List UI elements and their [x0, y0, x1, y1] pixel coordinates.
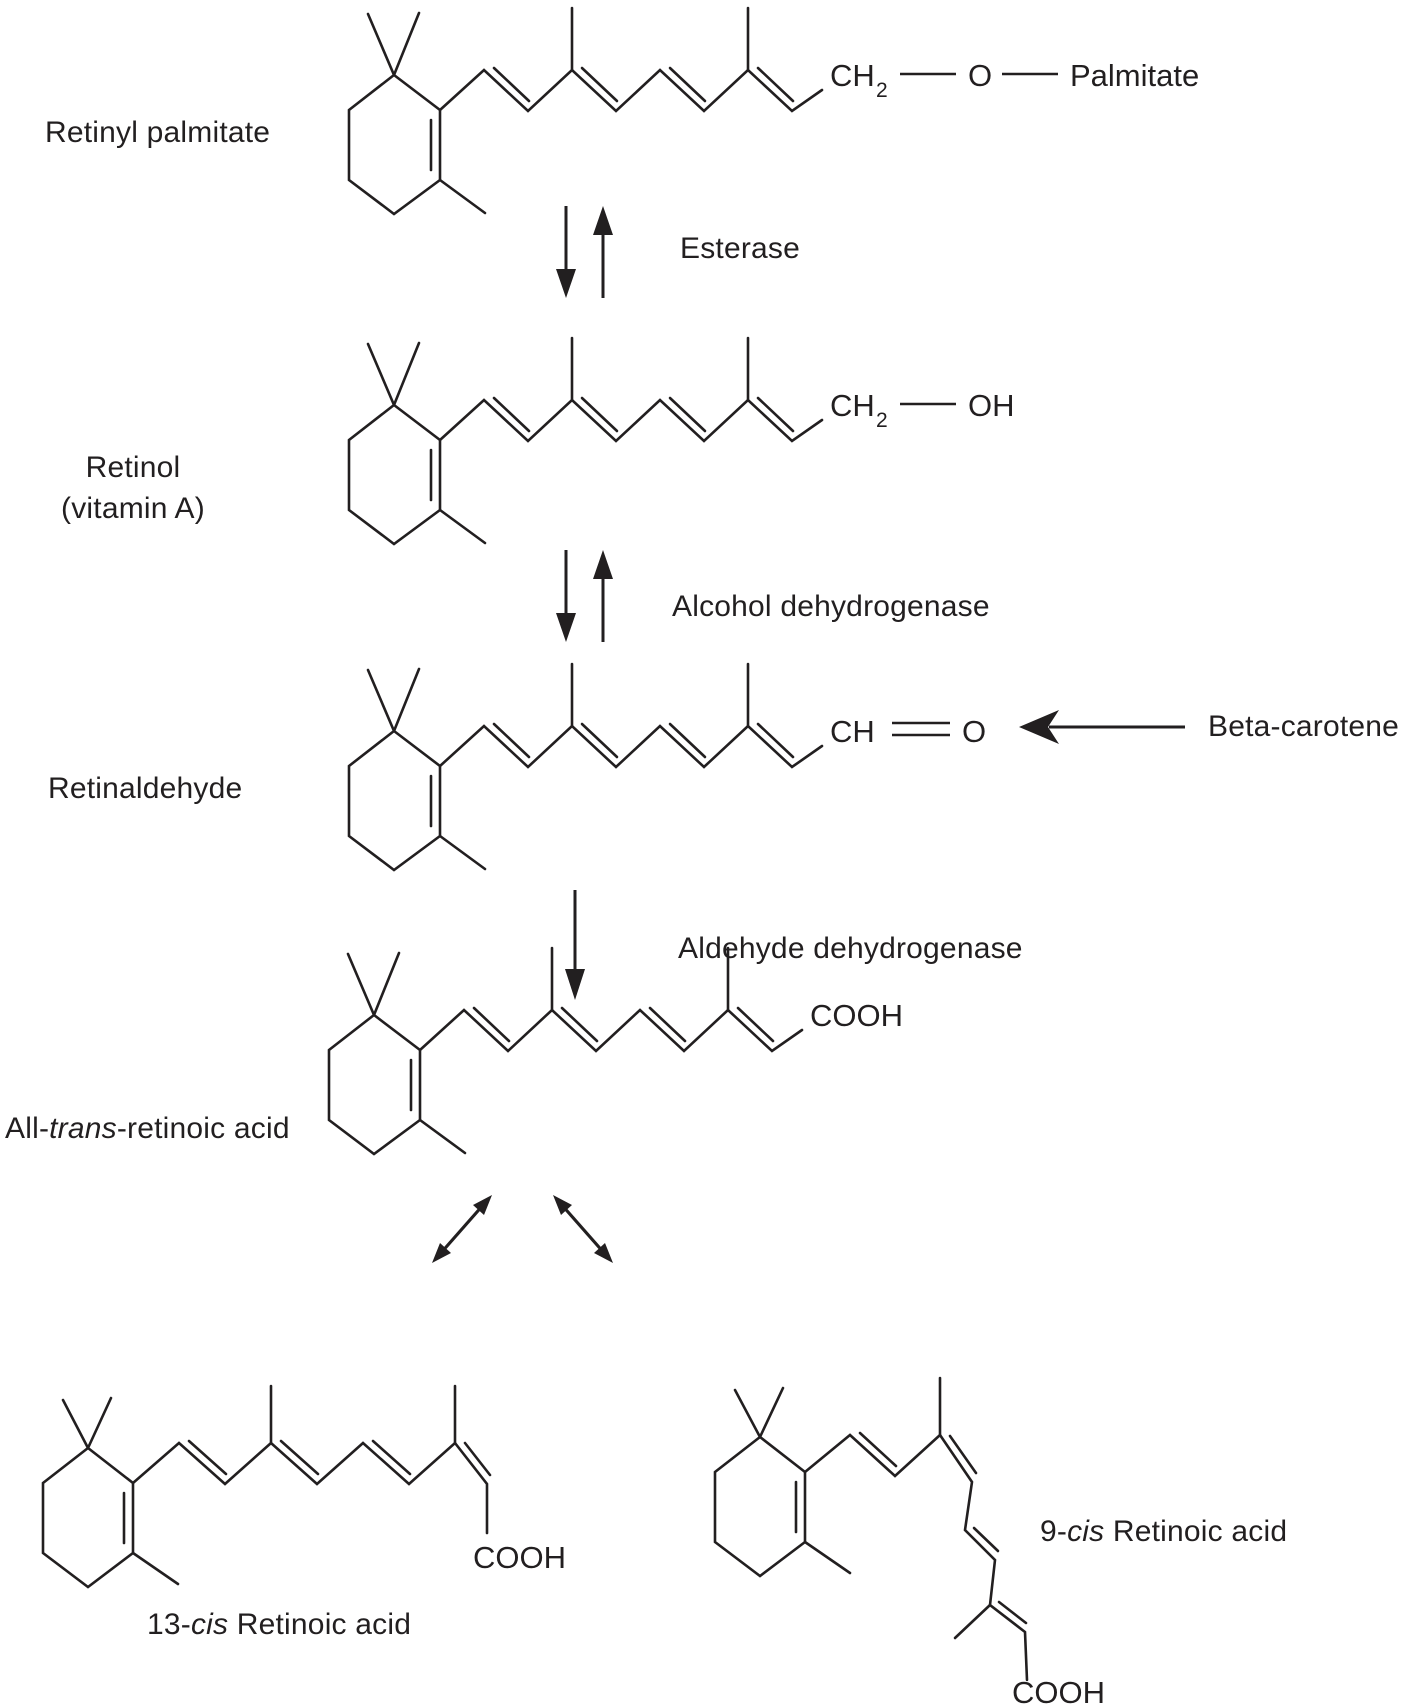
palmitate-group: Palmitate — [1070, 58, 1199, 93]
retinol-label: Retinol (vitamin A) — [61, 451, 205, 525]
esterase-label: Esterase — [680, 232, 800, 265]
alcohol-dehydrogenase-label: Alcohol dehydrogenase — [672, 590, 990, 623]
carboxyl-group: COOH — [810, 998, 903, 1033]
retinyl-palmitate-structure: CH 2 O Palmitate — [347, 6, 1199, 216]
hydroxyl-group: OH — [968, 388, 1015, 423]
carboxyl-group: COOH — [1012, 1675, 1105, 1708]
beta-carotene-label: Beta-carotene — [1208, 710, 1400, 743]
ch2-group: CH — [830, 58, 875, 93]
aldehyde-dehydrogenase-arrow — [565, 890, 585, 1000]
aldehyde-oxygen: O — [962, 714, 986, 749]
esterase-reversible-arrows — [556, 206, 613, 298]
beta-carotene-arrow — [1019, 710, 1185, 744]
ch2-subscript: 2 — [876, 79, 888, 102]
aldehyde-dehydrogenase-label: Aldehyde dehydrogenase — [678, 932, 1023, 965]
aldehyde-ch: CH — [830, 714, 875, 749]
retinyl-palmitate-label: Retinyl palmitate — [45, 116, 271, 149]
retinoic-13cis-label: 13-cis Retinoic acid — [147, 1608, 412, 1641]
isomerization-arrows — [432, 1195, 613, 1263]
all-trans-retinoic-acid-label: All-trans-retinoic acid — [5, 1112, 290, 1145]
double-arrow-icon — [559, 1202, 607, 1256]
retinaldehyde-structure: CH O — [347, 662, 986, 872]
down-arrowhead-icon — [565, 969, 585, 1000]
ch2-group: CH — [830, 388, 875, 423]
retinoic-9cis-label: 9-cis Retinoic acid — [1040, 1515, 1288, 1548]
left-arrowhead-icon — [1019, 710, 1059, 744]
retinoic-13cis-structure: COOH — [41, 1384, 566, 1589]
ch2-subscript: 2 — [876, 409, 888, 432]
double-arrow-icon — [438, 1202, 486, 1256]
carboxyl-group: COOH — [473, 1540, 566, 1575]
retinaldehyde-label: Retinaldehyde — [48, 772, 243, 805]
oxygen-atom: O — [968, 58, 992, 93]
alcohol-dehydrogenase-arrows — [556, 550, 613, 642]
retinol-structure: CH 2 OH — [347, 336, 1015, 546]
retinoic-9cis-structure: COOH — [713, 1376, 1105, 1708]
all-trans-retinoic-acid-structure: COOH — [327, 946, 903, 1156]
